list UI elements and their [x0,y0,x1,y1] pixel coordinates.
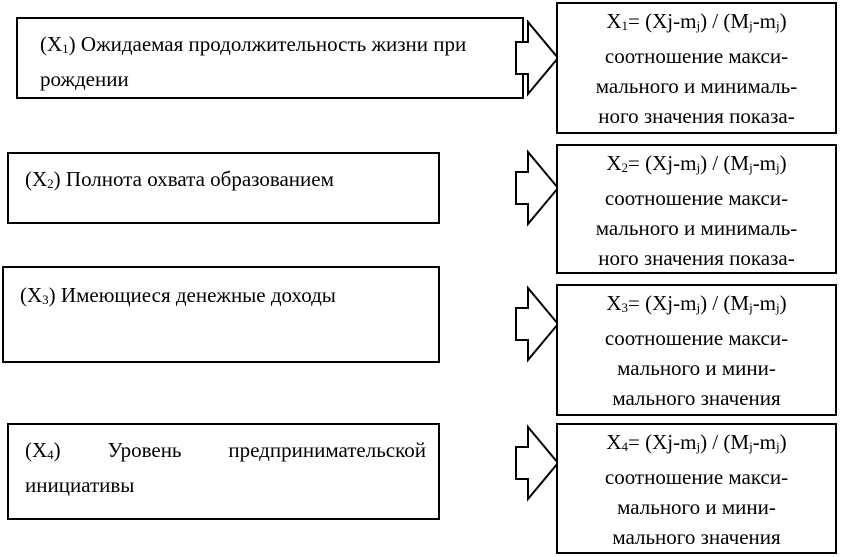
input-label-x3: (X3) Имеющиеся денежные доходы [20,283,336,307]
input-label-x2: (X2) Полнота охвата образованием [25,167,334,191]
formula-line: соотношение макси- [604,326,789,350]
input-label-x4: (X4) Уровень предпринимательской инициат… [25,438,426,497]
formula-line: мального и минималь- [595,74,798,98]
formula-x2: X2= (Xj-mj) / (Mj-mj) [606,151,787,175]
formula-line: мального значения [612,525,781,549]
input-box-x1: (X1) Ожидаемая продолжительность жизни п… [16,17,524,99]
formula-line: мального и минималь- [595,216,798,240]
formula-x1: X1= (Xj-mj) / (Mj-mj) [606,9,787,33]
input-box-x2: (X2) Полнота охвата образованием [7,152,440,224]
formula-box-x3: X3= (Xj-mj) / (Mj-mj) соотношение макси-… [556,284,837,416]
formula-line: мального и мини- [617,495,776,519]
formula-x3: X3= (Xj-mj) / (Mj-mj) [606,291,787,315]
formula-line: ного значения показа- [598,246,795,270]
formula-line: соотношение макси- [604,44,789,68]
formula-line: мального значения [612,386,781,410]
arrow-right-icon [515,19,560,97]
arrow-right-icon [515,149,560,227]
formula-line: соотношение макси- [604,465,789,489]
formula-box-x1: X1= (Xj-mj) / (Mj-mj) соотношение макси-… [556,2,837,134]
input-box-x3: (X3) Имеющиеся денежные доходы [2,266,440,363]
arrow-right-icon [515,424,560,502]
input-box-x4: (X4) Уровень предпринимательской инициат… [7,423,440,520]
formula-line: соотношение макси- [604,186,789,210]
formula-x4: X4= (Xj-mj) / (Mj-mj) [606,430,787,454]
formula-box-x4: X4= (Xj-mj) / (Mj-mj) соотношение макси-… [556,423,837,554]
formula-line: ного значения показа- [598,104,795,128]
formula-box-x2: X2= (Xj-mj) / (Mj-mj) соотношение макси-… [556,144,837,274]
formula-line: мального и мини- [617,356,776,380]
arrow-right-icon [515,285,560,363]
input-label-x1: (X1) Ожидаемая продолжительность жизни п… [40,32,467,91]
